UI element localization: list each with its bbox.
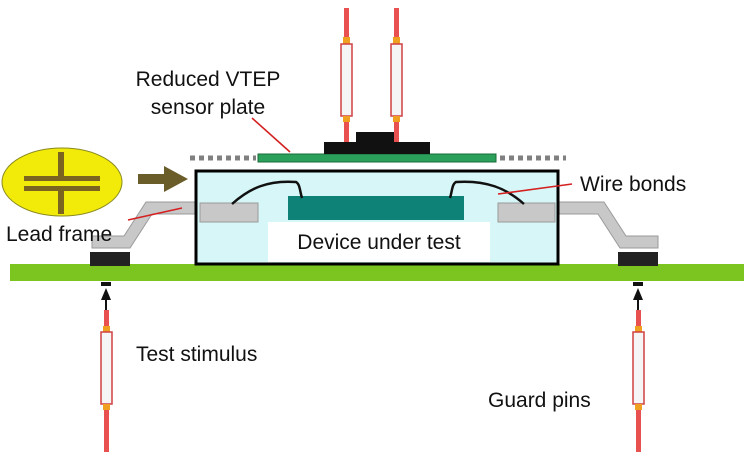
bottom-pin-test-stimulus bbox=[100, 282, 113, 452]
top-probe-pin-left bbox=[340, 8, 353, 142]
wire-bonds-label: Wire bonds bbox=[580, 173, 686, 196]
right-pad bbox=[618, 252, 658, 266]
die bbox=[288, 196, 464, 220]
right-lead-frame bbox=[553, 201, 659, 249]
capacitor-symbol-icon bbox=[1, 147, 123, 217]
sensor-connector-bar bbox=[324, 142, 430, 154]
sensor-connector-top bbox=[356, 132, 396, 143]
sensor-plate-label-line1: Reduced VTEP bbox=[136, 68, 281, 91]
top-probe-pin-right bbox=[390, 8, 403, 142]
device-label-box bbox=[268, 222, 490, 262]
leader-line-sensor-plate bbox=[251, 117, 291, 153]
device-under-test-label: Device under test bbox=[297, 231, 461, 254]
right-arrow-icon bbox=[138, 166, 188, 192]
left-lead-bond-finger bbox=[199, 202, 259, 223]
sensor-plate-label-line2: sensor plate bbox=[151, 96, 265, 119]
sensor-plate bbox=[257, 153, 497, 163]
leader-line-wire-bonds bbox=[497, 183, 573, 195]
test-stimulus-label: Test stimulus bbox=[136, 343, 257, 366]
leader-line-lead-frame bbox=[127, 207, 183, 221]
left-pad bbox=[90, 252, 130, 266]
right-lead-bond-finger bbox=[497, 202, 556, 223]
lead-frame-label: Lead frame bbox=[6, 223, 112, 246]
guard-pins-label: Guard pins bbox=[488, 389, 591, 412]
wire-bond-left bbox=[231, 180, 304, 205]
pcb-board bbox=[10, 264, 744, 281]
bottom-pin-guard bbox=[632, 282, 645, 452]
